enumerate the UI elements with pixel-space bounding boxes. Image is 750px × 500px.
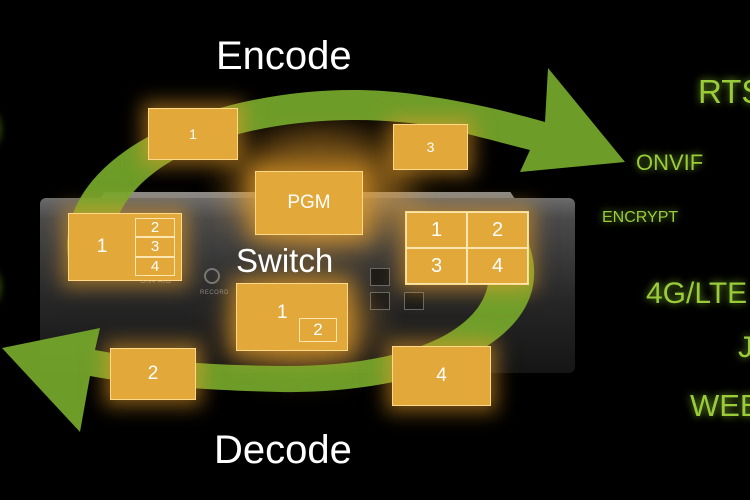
main-cell: 1 bbox=[96, 236, 108, 257]
decode-label: Decode bbox=[214, 428, 352, 472]
device-button-2 bbox=[404, 292, 424, 310]
tile-number: 4 bbox=[436, 365, 447, 386]
encode-label: Encode bbox=[216, 34, 352, 78]
switch-label: Switch bbox=[236, 242, 334, 279]
side-stack: 2 3 4 bbox=[135, 218, 175, 276]
protocol-rts: RTS bbox=[698, 73, 750, 110]
quad-cell: 2 bbox=[467, 212, 528, 248]
pip-main-number: 1 bbox=[277, 302, 288, 323]
protocol-j: J bbox=[738, 331, 750, 364]
quad-grid: 1 2 3 4 bbox=[406, 212, 528, 284]
protocol-4g-lte: 4G/LTE bbox=[646, 277, 748, 310]
pip-layout: 1 2 bbox=[236, 283, 348, 351]
pgm-label: PGM bbox=[287, 192, 331, 213]
pgm-tile: PGM bbox=[255, 171, 363, 235]
device-button-1 bbox=[370, 292, 390, 310]
record-knob bbox=[204, 268, 220, 284]
record-label: RECORD bbox=[200, 290, 230, 296]
quad-layout: 1 2 3 4 bbox=[405, 211, 529, 285]
pip-inset-number: 2 bbox=[313, 320, 323, 339]
device-model-label: ON4 AIO bbox=[140, 278, 172, 285]
stack-cell: 3 bbox=[135, 237, 175, 257]
decode-output-4: 4 bbox=[392, 346, 491, 406]
decode-output-2: 2 bbox=[110, 348, 196, 400]
quad-cell: 3 bbox=[406, 248, 467, 284]
quad-cell: 1 bbox=[406, 212, 467, 248]
tile-number: 3 bbox=[426, 139, 435, 155]
pip-inset: 2 bbox=[299, 318, 337, 342]
tile-number: 2 bbox=[147, 363, 159, 384]
layout-1-plus-3: 1 2 3 4 bbox=[68, 213, 182, 281]
device-button-3 bbox=[370, 268, 390, 286]
protocol-onvif: ONVIF bbox=[636, 150, 704, 175]
stack-cell: 2 bbox=[135, 218, 175, 238]
left-edge-glyph-top: ) bbox=[0, 110, 1, 144]
protocol-web: WEB bbox=[690, 388, 750, 423]
quad-cell: 4 bbox=[467, 248, 528, 284]
encode-source-1: 1 bbox=[148, 108, 238, 160]
stack-cell: 4 bbox=[135, 256, 175, 276]
tile-number: 1 bbox=[189, 126, 197, 142]
encode-source-3: 3 bbox=[393, 124, 468, 170]
protocol-encrypt: ENCRYPT bbox=[602, 209, 679, 226]
left-edge-glyph-bottom: ) bbox=[0, 268, 1, 302]
